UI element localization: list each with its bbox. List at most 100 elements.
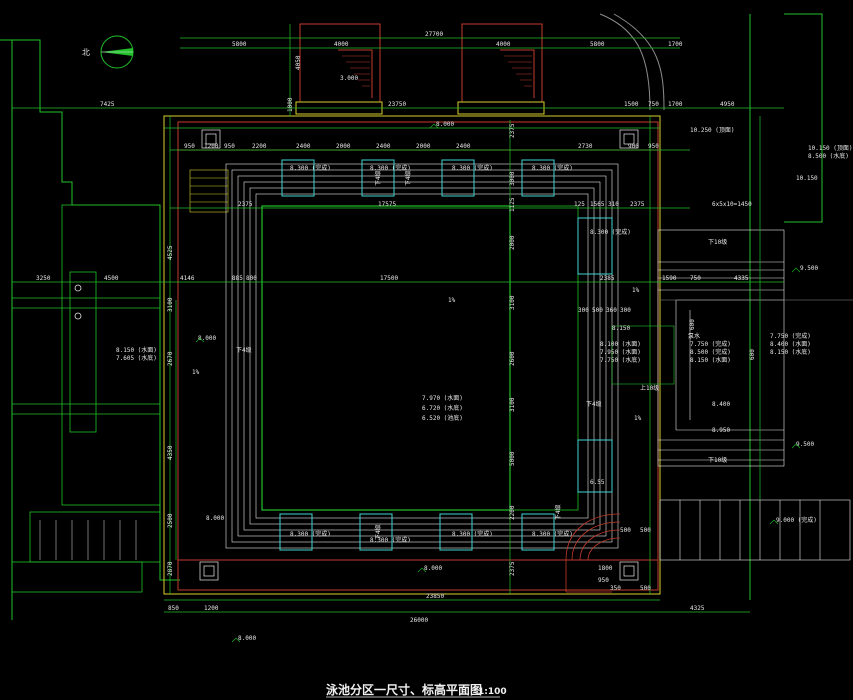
dim-vl-0: 4050 bbox=[295, 55, 302, 70]
level-4: 8.300 (完成) bbox=[532, 164, 573, 172]
north-label: 北 bbox=[82, 48, 90, 57]
dim-right-small-2: 1700 bbox=[668, 101, 683, 108]
level-11: 7.605 (水底) bbox=[116, 354, 157, 362]
dim-top-4: 1700 bbox=[668, 41, 683, 48]
level-8: 8.300 (完成) bbox=[532, 530, 573, 538]
level-24: 10.150 (顶面) bbox=[808, 145, 853, 152]
title-text: 泳池分区一尺寸、标高平面图 bbox=[326, 682, 482, 697]
left-stair bbox=[189, 169, 229, 213]
dim-right-col-2: 750 bbox=[690, 275, 701, 282]
dim-step-0: 600 bbox=[689, 319, 696, 330]
level-30: 8.400 (水面) bbox=[770, 340, 811, 348]
level-0: 8.000 bbox=[436, 121, 454, 128]
dim-vr-4: 3100 bbox=[509, 295, 516, 310]
stair-label-7: 下10级 bbox=[708, 456, 727, 464]
level-6: 8.300 (完成) bbox=[370, 536, 411, 544]
level-17: 6.520 (池底) bbox=[422, 414, 463, 422]
dim-cut-3: 300 bbox=[620, 307, 631, 314]
level-28: 9.500 bbox=[800, 265, 818, 272]
stair-label-1: 下4级 bbox=[374, 170, 382, 186]
dim-pool-top-8: 2400 bbox=[456, 143, 471, 150]
stair-label-4: 下4级 bbox=[586, 400, 602, 408]
dim-side-2: 310 bbox=[608, 201, 619, 208]
slope-label-2: 1% bbox=[632, 287, 640, 294]
dim-vl-6: 2500 bbox=[167, 513, 174, 528]
dim-side-0: 125 bbox=[574, 201, 585, 208]
dimension-lines bbox=[12, 24, 784, 613]
dim-right-col-0: 2385 bbox=[600, 275, 615, 282]
level-20: 7.750 (水底) bbox=[600, 356, 641, 364]
dim-mid-overall: 23750 bbox=[388, 101, 406, 108]
stair-labels: 下4级 下4级 下4级 下4级 下4级 下4级 下10级 下10级 上10级 1… bbox=[192, 75, 727, 540]
dim-vr-2: 1125 bbox=[509, 197, 516, 212]
level-2: 8.300 (完成) bbox=[370, 164, 411, 172]
dim-vr-8: 2200 bbox=[509, 505, 516, 520]
level-3: 8.300 (完成) bbox=[452, 164, 493, 172]
dim-vr-3: 2000 bbox=[509, 235, 516, 250]
level-31: 8.150 (水底) bbox=[770, 348, 811, 356]
level-9: 8.300 (完成) bbox=[590, 228, 631, 236]
slope-label-0: 1% bbox=[192, 369, 200, 376]
level-15: 7.970 (水面) bbox=[422, 394, 463, 402]
curved-stair bbox=[565, 513, 621, 593]
right-wing bbox=[611, 229, 853, 561]
stair-label-3: 下4级 bbox=[374, 524, 382, 540]
dim-top-total: 27700 bbox=[425, 31, 443, 38]
dim-top-0: 5800 bbox=[232, 41, 247, 48]
level-16: 6.720 (水底) bbox=[422, 404, 463, 412]
dim-vr-6: 3100 bbox=[509, 397, 516, 412]
pool-water-edge bbox=[261, 205, 511, 511]
dim-bottom-small-1: 500 bbox=[640, 527, 651, 534]
dim-vr-5: 2600 bbox=[509, 351, 516, 366]
level-38: 8.000 bbox=[238, 635, 256, 642]
dim-bottom-right: 4325 bbox=[690, 605, 705, 612]
dim-bottom-small-4: 350 bbox=[610, 585, 621, 592]
dim-pool-top-9: 2730 bbox=[578, 143, 593, 150]
top-structures bbox=[295, 13, 665, 115]
dim-bottom-total: 26000 bbox=[410, 617, 428, 624]
dim-left-overall: 7425 bbox=[100, 101, 115, 108]
level-32: 8.400 bbox=[712, 401, 730, 408]
left-wing bbox=[11, 204, 161, 593]
dim-vl-2: 4525 bbox=[167, 245, 174, 260]
dim-pool-width: 17575 bbox=[378, 201, 396, 208]
stair-label-2: 下4级 bbox=[404, 170, 412, 186]
dim-bottom-inner: 23850 bbox=[426, 593, 444, 600]
level-26: 10.250 (顶面) bbox=[690, 127, 735, 134]
stair-label-0: 下4级 bbox=[236, 346, 252, 354]
dim-bottom-0: 850 bbox=[168, 605, 179, 612]
dim-right-col-1: 1590 bbox=[662, 275, 677, 282]
level-35: 9.000 (完成) bbox=[776, 516, 817, 524]
dim-vr-0: 2375 bbox=[509, 123, 516, 138]
stair-label-8: 上10级 bbox=[640, 384, 659, 392]
dim-right-overall: 4950 bbox=[720, 101, 735, 108]
dim-6x10: 6x5x10=1450 bbox=[712, 201, 752, 208]
dim-pool-top-6: 2400 bbox=[376, 143, 391, 150]
dim-pool-top-10: 900 bbox=[628, 143, 639, 150]
outer-frame bbox=[0, 13, 823, 620]
dimension-texts: 27700 5800 4000 4000 5800 1700 7425 2375… bbox=[36, 31, 756, 624]
level-36: 6.55 bbox=[590, 479, 605, 486]
dim-side-1: 1565 bbox=[590, 201, 605, 208]
dim-pool-inner: 17500 bbox=[380, 275, 398, 282]
level-18: 8.100 (水面) bbox=[600, 340, 641, 348]
dim-cut-1: 500 bbox=[592, 307, 603, 314]
dim-vl-7: 2870 bbox=[167, 561, 174, 576]
level-22: 8.500 (完成) bbox=[690, 348, 731, 356]
dim-1565: 2375 bbox=[238, 201, 253, 208]
dim-right-small-0: 1500 bbox=[624, 101, 639, 108]
drawing-title: 泳池分区一尺寸、标高平面图 1:100 bbox=[326, 682, 507, 698]
dim-bottom-small-3: 950 bbox=[598, 577, 609, 584]
note-top-structure: 3.000 bbox=[340, 75, 358, 82]
level-29: 7.750 (完成) bbox=[770, 332, 811, 340]
dim-pool-top-3: 2200 bbox=[252, 143, 267, 150]
level-markers: 8.000 8.300 (完成) 8.300 (完成) 8.300 (完成) 8… bbox=[116, 121, 853, 643]
dim-vr-7: 5000 bbox=[509, 451, 516, 466]
dim-pool-top-5: 2000 bbox=[336, 143, 351, 150]
dim-pool-top-2: 950 bbox=[224, 143, 235, 150]
dim-left-0: 3250 bbox=[36, 275, 51, 282]
dim-pool-top-1: 1200 bbox=[204, 143, 219, 150]
dim-bottom-1: 1200 bbox=[204, 605, 219, 612]
